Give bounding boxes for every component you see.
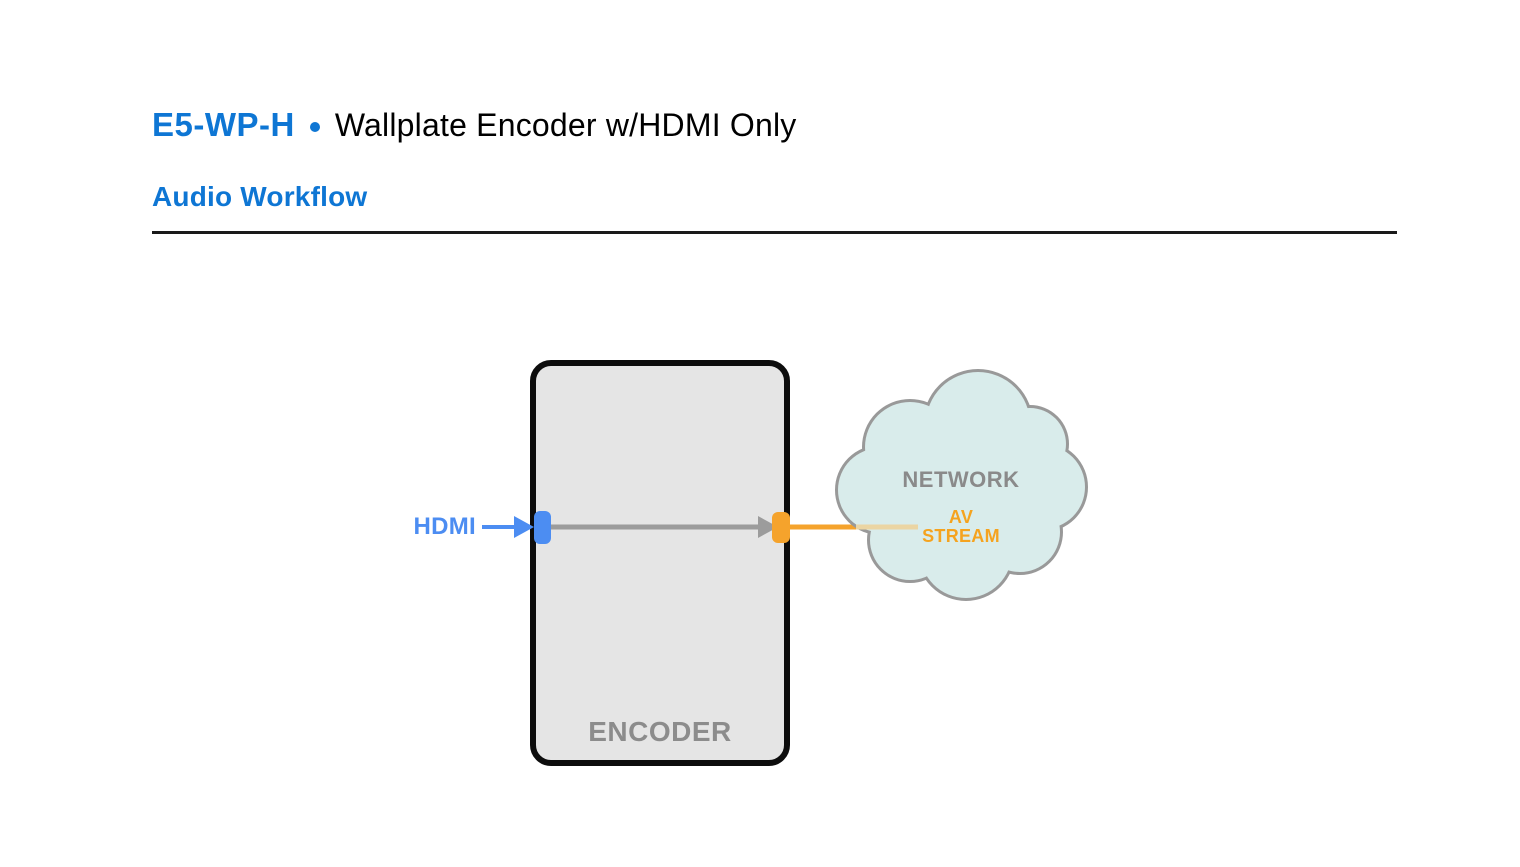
encoder-box-label: ENCODER [588,716,732,747]
stream-port-connector [772,512,790,543]
av-stream-label-line1: AV [948,507,974,527]
encoder-box [530,360,790,766]
network-cloud-label: NETWORK [902,467,1020,492]
av-stream-label: AV STREAM [861,508,1061,546]
hdmi-input-label: HDMI [413,513,476,540]
bullet-separator-icon [309,122,320,132]
section-title: Audio Workflow [152,181,368,212]
network-cloud-fill [838,372,1085,598]
page-title: Wallplate Encoder w/HDMI Only [334,106,797,143]
hdmi-arrowhead [514,516,534,538]
encoder-signal-arrowhead [758,516,778,538]
av-stream-label-line2: STREAM [922,526,1000,546]
hdmi-port-connector [534,511,551,544]
header-divider [152,231,1397,234]
page-header: E5-WP-H Wallplate Encoder w/HDMI Only [152,106,797,144]
product-code: E5-WP-H [152,106,295,143]
